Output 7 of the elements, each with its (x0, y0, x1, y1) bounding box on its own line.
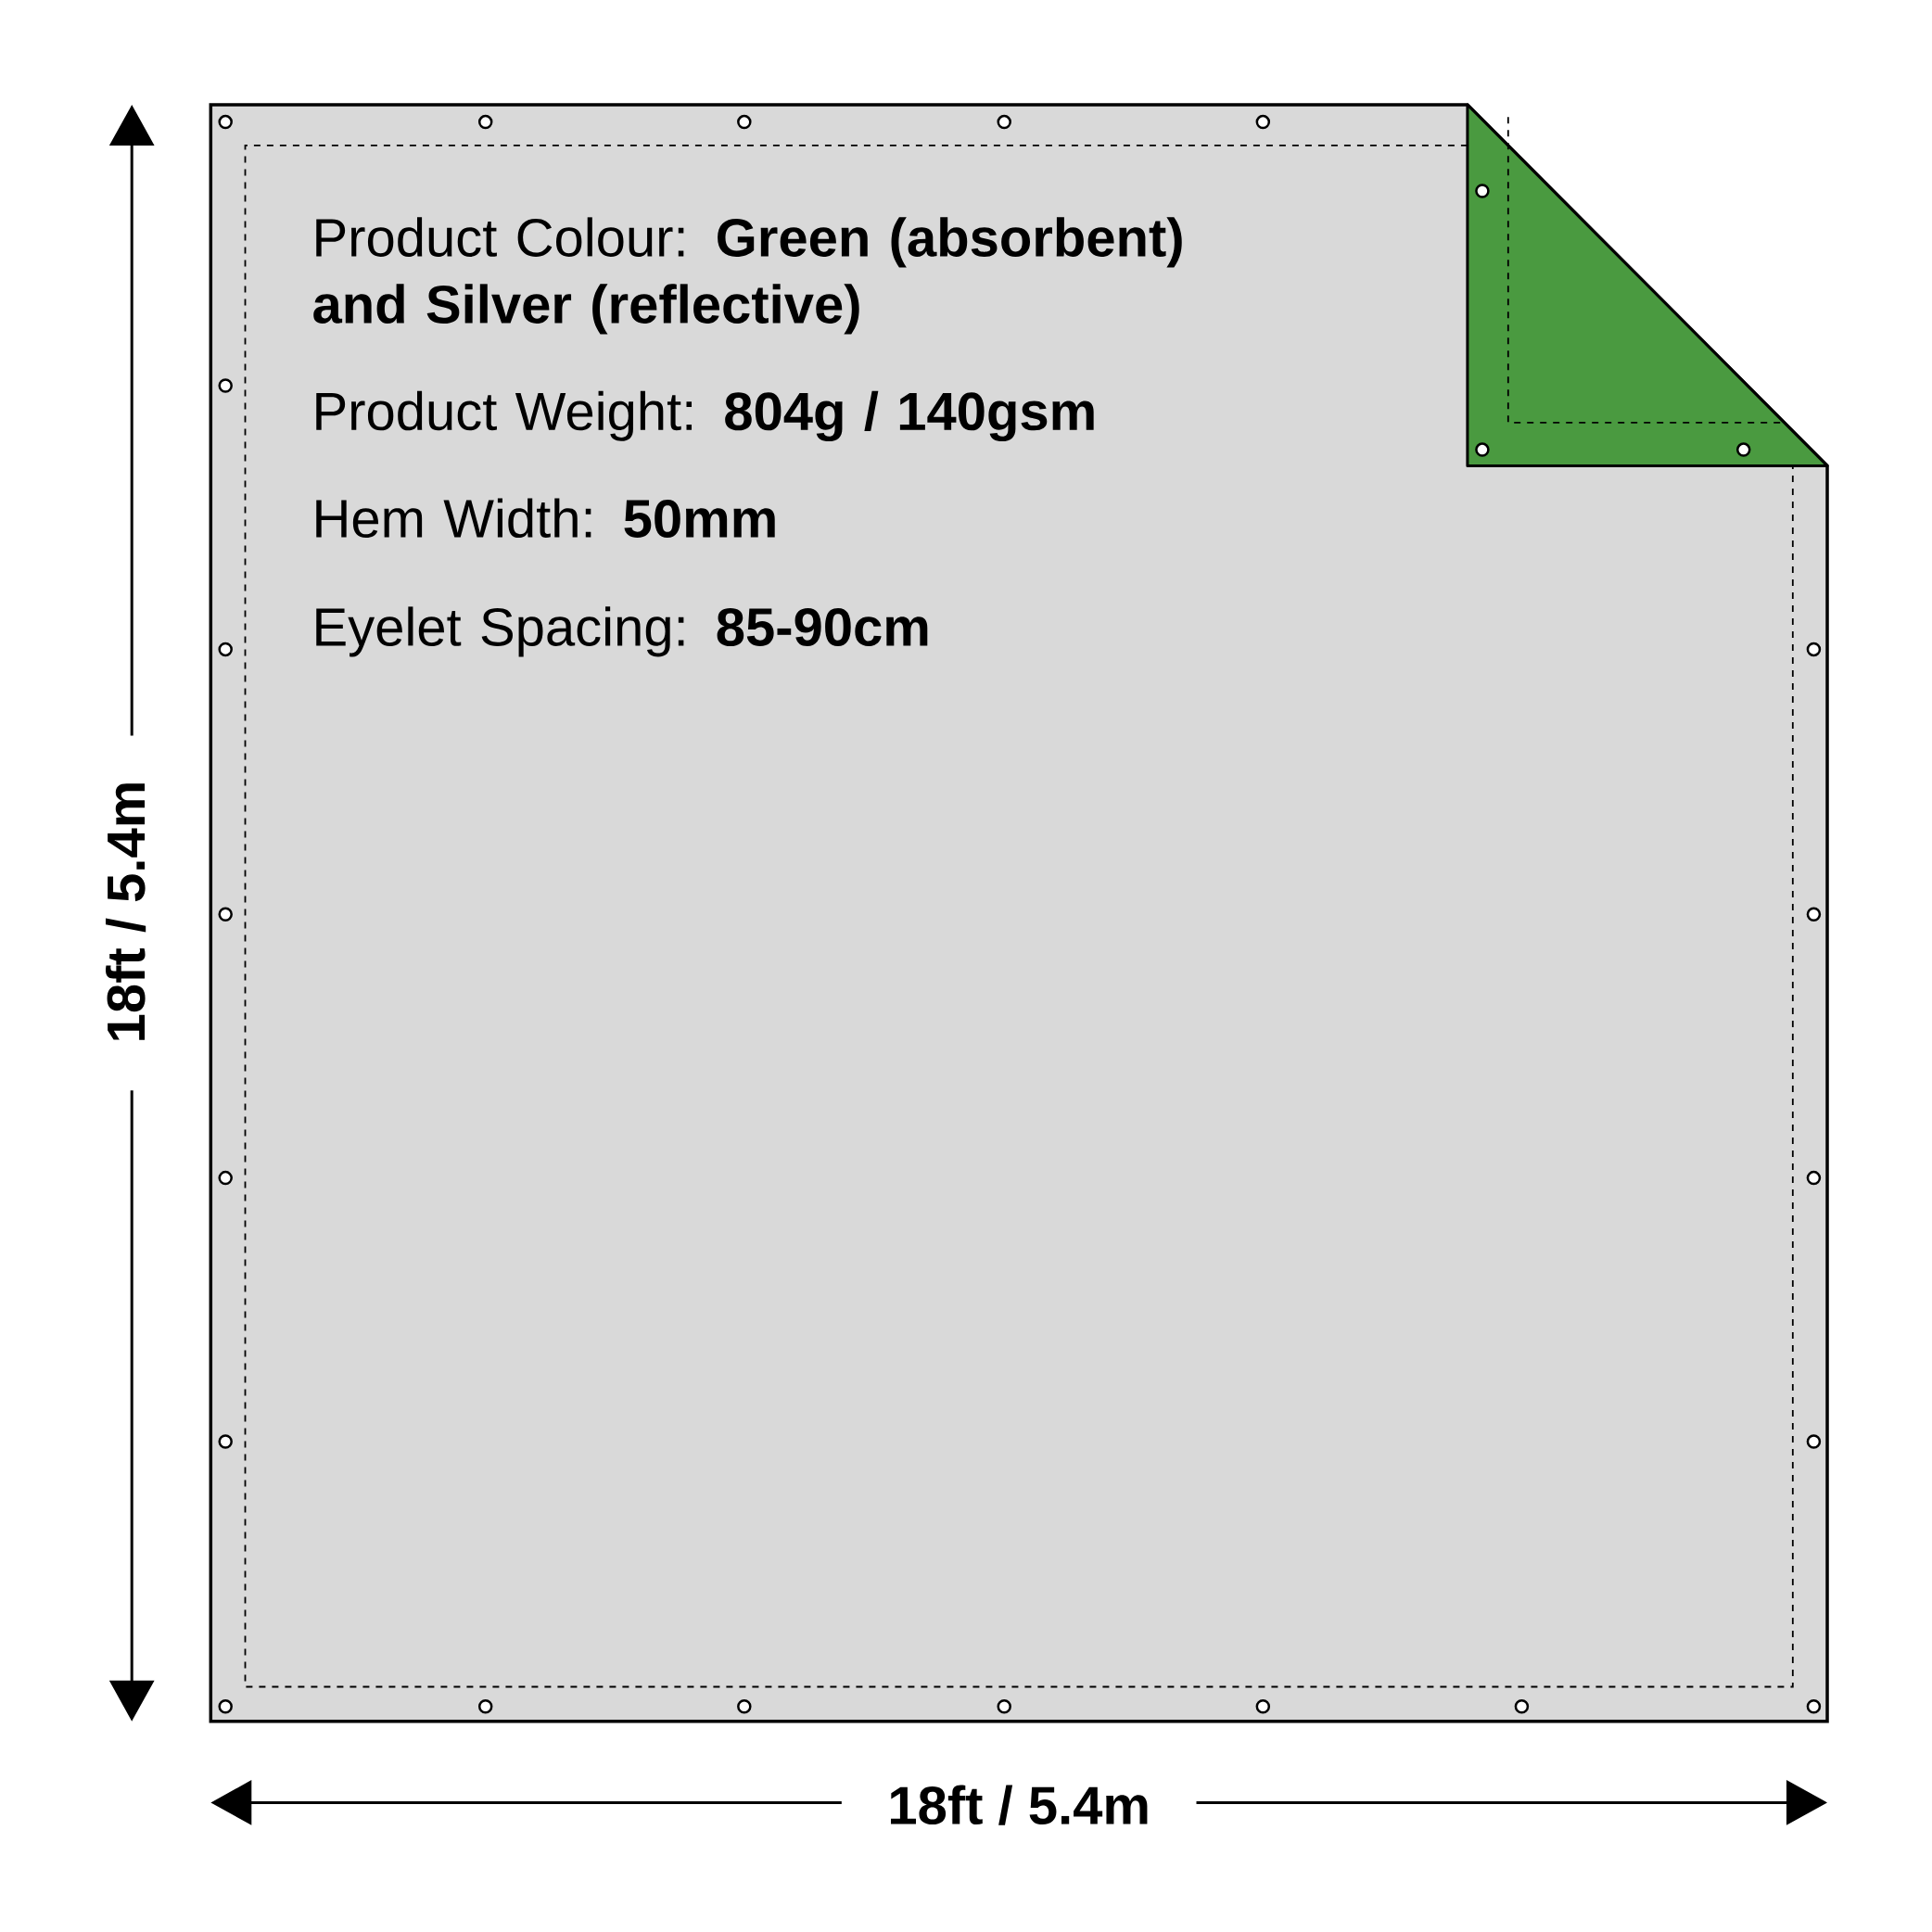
spec-text: Product Colour: Green (absorbent) and Silver (reflective) (313, 217, 1182, 335)
spec-text: Eyelet Spacing: 85-90cm (316, 606, 928, 657)
dimension-label: 18ft / 5.4m (891, 1785, 1148, 1825)
spec-text: Hem Width: 50mm (316, 498, 775, 539)
dimension-label: 18ft / 5.4m (106, 783, 146, 1040)
tarp-drawing (209, 103, 1829, 1723)
spec-text: Product Weight: 804g / 140gsm (316, 390, 1094, 442)
